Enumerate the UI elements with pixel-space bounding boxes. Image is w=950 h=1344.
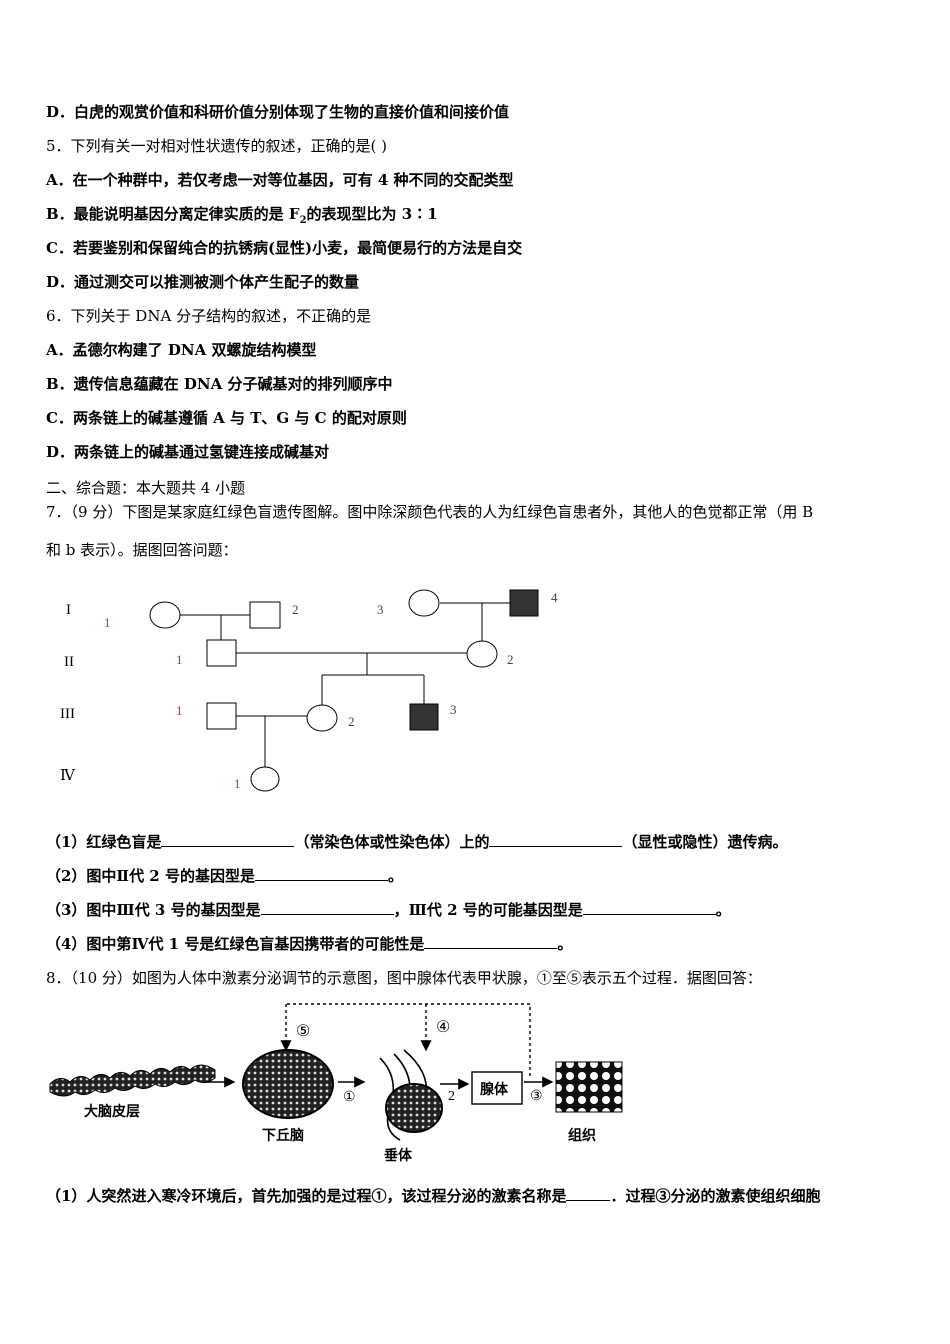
hypothalamus-label: 下丘脑 [262,1127,304,1144]
label-II-2: 2 [507,652,514,667]
label-II-1: 1 [176,652,183,667]
individual-II-1 [206,639,237,667]
option-d-q6: D．两条链上的碱基通过氢键连接成碱基对 [46,443,330,461]
option-a-q6: A．孟德尔构建了 DNA 双螺旋结构模型 [46,341,317,359]
cerebral-cortex-shape [49,1064,216,1097]
question-8: 8．（10 分）如图为人体中激素分泌调节的示意图，图中腺体代表甲状腺，①至⑤表示… [46,969,762,987]
cortex-label: 大脑皮层 [84,1103,140,1120]
gen-label-I: I [66,602,71,618]
hormone-diagram: ⑤ ④ 大脑皮层 下丘脑 ① 垂体 2 腺体 ③ 组织 [49,1003,623,1164]
label-IV-1: 1 [234,776,241,791]
blank-1[interactable] [161,832,295,847]
option-b-q6: B．遗传信息蕴藏在 DNA 分子碱基对的排列顺序中 [46,375,393,393]
gland-box [471,1071,523,1105]
option-d-q5: D．通过测交可以推测被测个体产生配子的数量 [46,273,360,291]
gen-label-IV: Ⅳ [60,768,76,784]
hypothalamus-shape [242,1049,334,1119]
blank-7[interactable] [566,1186,611,1201]
question-5: 5．下列有关一对相对性状遗传的叙述，正确的是( ) [46,137,388,155]
label-III-1: 1 [176,703,183,718]
tissue-label: 组织 [568,1127,596,1144]
option-b-q5: B．最能说明基因分离定律实质的是 F2的表现型比为 3∶1 [46,205,438,226]
blank-6[interactable] [424,934,558,949]
label-I-4: 4 [551,590,558,605]
individual-III-2 [306,704,338,732]
option-a-q5: A．在一个种群中，若仅考虑一对等位基因，可有 4 种不同的交配类型 [46,171,514,189]
q7-sub3: （3）图中Ⅲ代 3 号的基因型是，Ⅲ代 2 号的可能基因型是。 [46,900,731,919]
process-5-label: ⑤ [296,1023,310,1040]
blank-2[interactable] [489,832,623,847]
label-I-1: 1 [104,615,111,630]
q7-sub4: （4）图中第Ⅳ代 1 号是红绿色盲基因携带者的可能性是。 [46,934,573,953]
pedigree-chart: I II III Ⅳ 1 1 1 1 2 3 4 2 2 3 [60,589,558,792]
label-I-3: 3 [377,602,384,617]
individual-I-3 [408,589,440,617]
individual-I-4 [509,589,539,617]
section-heading: 二、综合题：本大题共 4 小题 [46,479,246,497]
gland-label: 腺体 [480,1081,509,1098]
individual-I-2 [249,601,281,629]
option-d-q4: D．白虎的观赏价值和科研价值分别体现了生物的直接价值和间接价值 [46,103,510,121]
question-6: 6．下列关于 DNA 分子结构的叙述，不正确的是 [46,307,372,325]
individual-III-3 [409,703,439,731]
individual-II-2 [466,640,498,668]
blank-4[interactable] [260,900,394,915]
label-I-2: 2 [292,602,299,617]
question-7-cont: 和 b 表示）。据图回答问题： [46,541,238,559]
gen-label-II: II [64,654,74,670]
label-III-2: 2 [348,714,355,729]
q7-sub2: （2）图中Ⅱ代 2 号的基因型是。 [46,866,403,885]
individual-I-1 [149,601,181,629]
tissue-shape [555,1061,623,1113]
gen-label-III: III [60,706,75,722]
blank-3[interactable] [254,866,388,881]
process-2-label: 2 [448,1089,455,1104]
individual-IV-1 [250,766,280,792]
blank-5[interactable] [582,900,716,915]
q8-sub1: （1）人突然进入寒冷环境后，首先加强的是过程①，该过程分泌的激素名称是．过程③分… [46,1186,821,1205]
process-3-label: ③ [530,1089,543,1104]
process-4-label: ④ [436,1019,450,1036]
pituitary-shape [379,1049,443,1141]
question-7: 7．（9 分）下图是某家庭红绿色盲遗传图解。图中除深颜色代表的人为红绿色盲患者外… [46,503,814,521]
label-III-3: 3 [450,702,457,717]
option-c-q5: C．若要鉴别和保留纯合的抗锈病(显性)小麦，最简便易行的方法是自交 [46,239,523,257]
option-c-q6: C．两条链上的碱基遵循 A 与 T、G 与 C 的配对原则 [46,409,407,427]
individual-III-1 [206,702,237,730]
q7-sub1: （1）红绿色盲是（常染色体或性染色体）上的（显性或隐性）遗传病。 [46,832,788,851]
process-1-label: ① [343,1090,356,1105]
pituitary-label: 垂体 [384,1147,413,1164]
